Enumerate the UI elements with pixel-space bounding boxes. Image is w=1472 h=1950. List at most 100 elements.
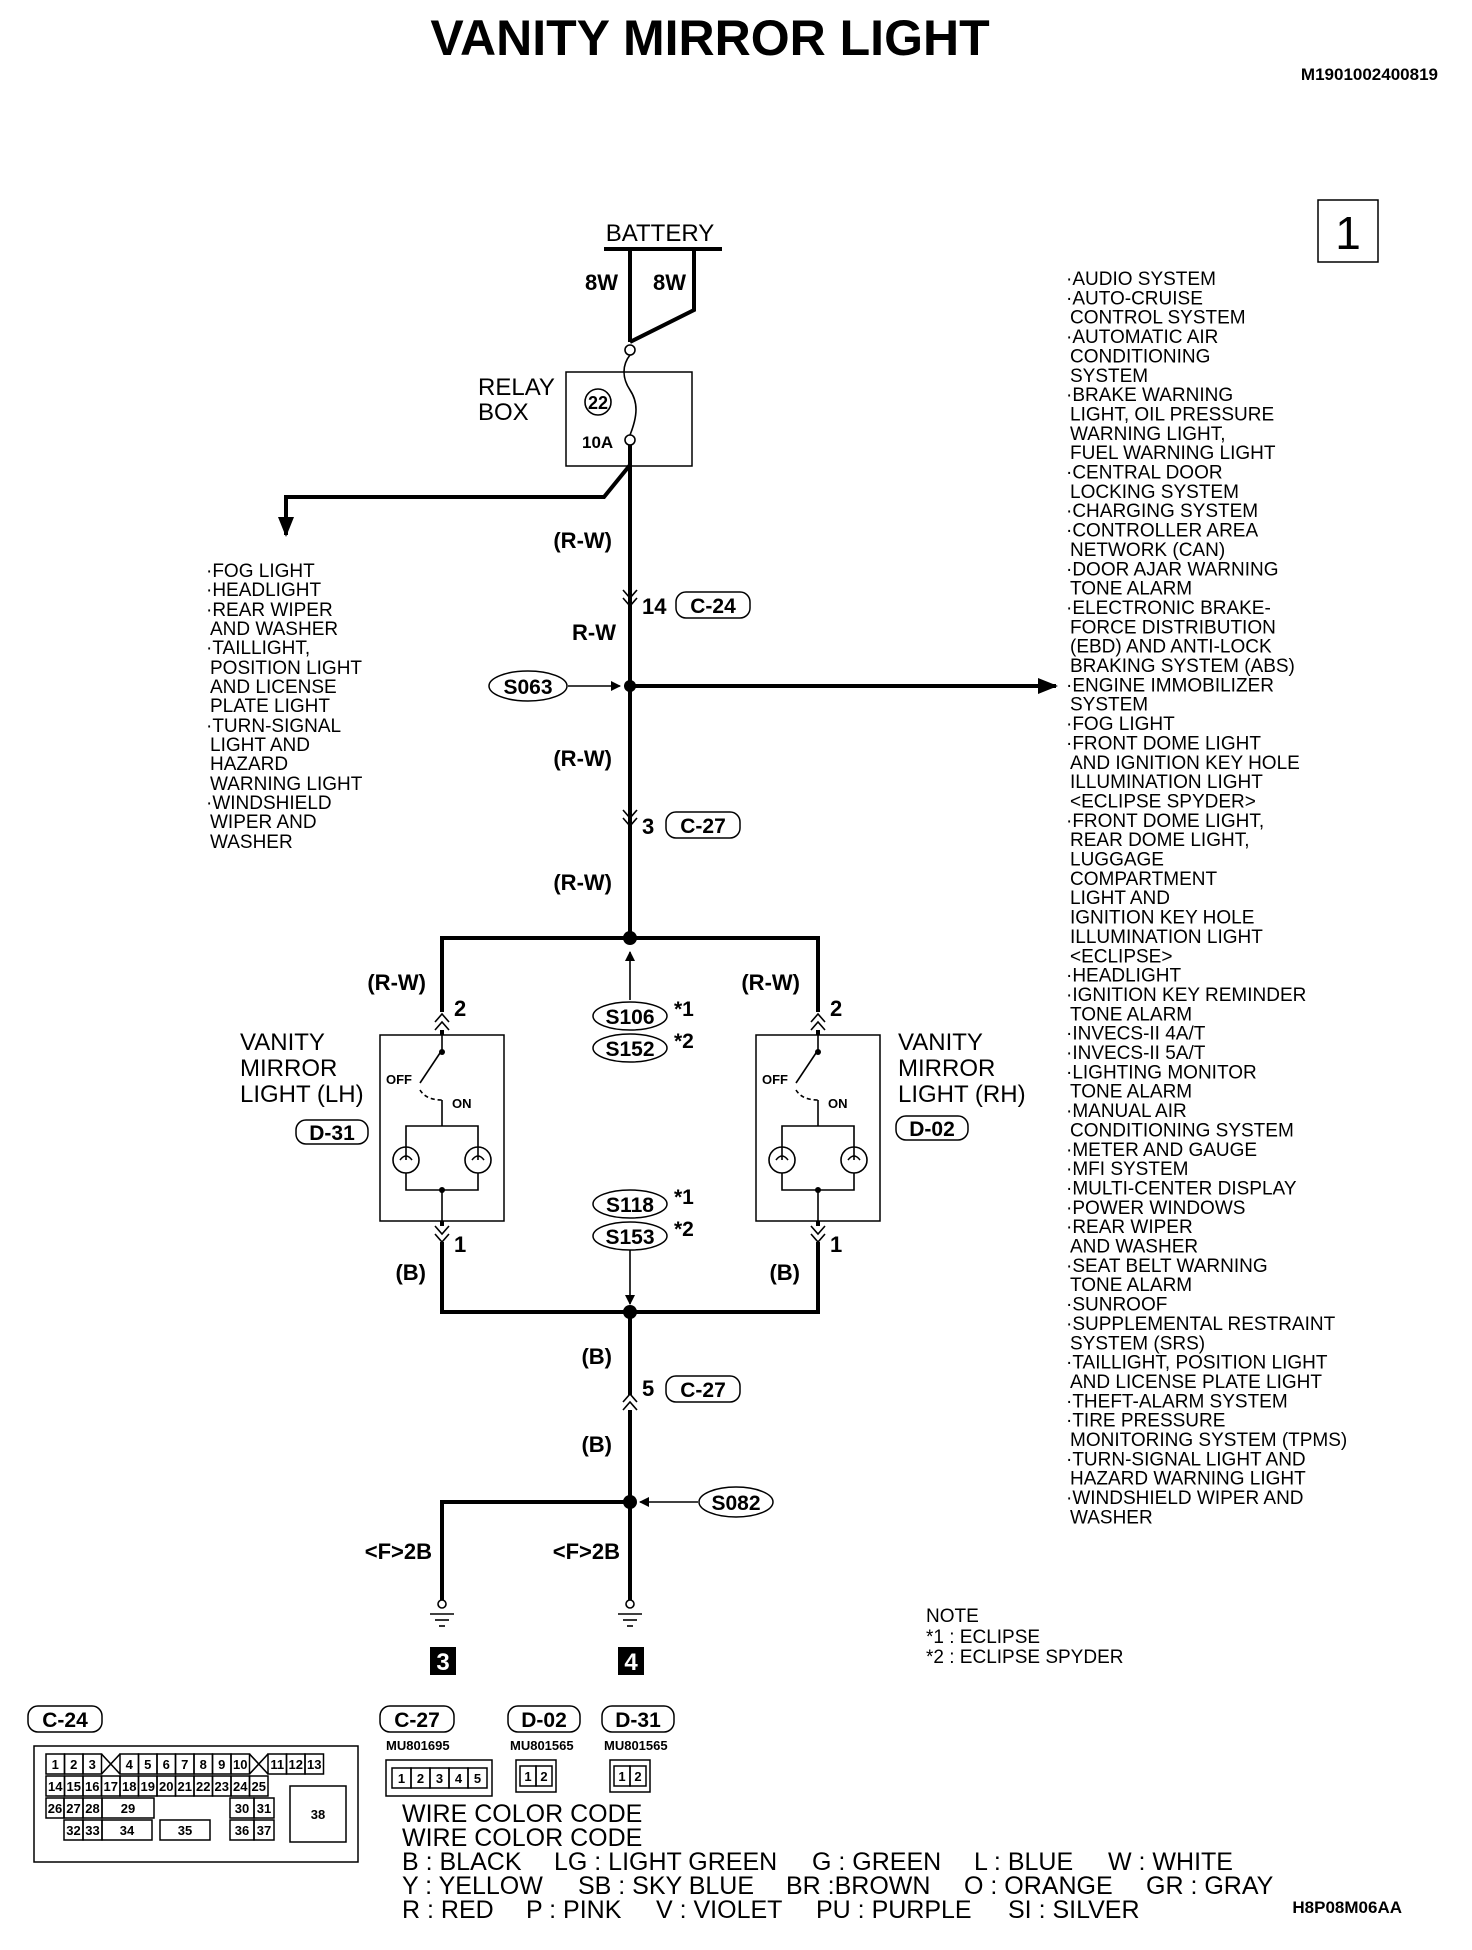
d02-part-number: MU801565 [510,1738,574,1753]
c24-pin-number: 26 [48,1801,62,1816]
right-list-line: ·ELECTRONIC BRAKE- [1066,598,1271,619]
right-list-line: LOCKING SYSTEM [1070,482,1239,503]
right-list-line: ·SUPPLEMENTAL RESTRAINT [1066,1314,1336,1335]
lh-switch-on: ON [452,1096,472,1111]
note-line-2: *2 : ECLIPSE SPYDER [926,1647,1123,1668]
c24-pin-number: 16 [85,1779,99,1794]
left-list-line: AND LICENSE [210,677,337,698]
right-list-line: ·SUNROOF [1066,1295,1167,1316]
c27-pin-number: 3 [436,1771,443,1786]
wire-b-2: (B) [581,1432,612,1457]
left-destination-list: ·FOG LIGHT ·HEADLIGHT ·REAR WIPER AND WA… [206,561,363,853]
left-list-line: ·FOG LIGHT [206,561,315,582]
left-list-line: ·WINDSHIELD [206,793,332,814]
rh-label-3: LIGHT (RH) [898,1081,1026,1108]
c24-pin-number: 11 [270,1757,284,1772]
right-list-line: HAZARD WARNING LIGHT [1070,1469,1306,1490]
right-list-line: ·BRAKE WARNING [1066,385,1233,406]
connector-c24-label: C-24 [42,1709,88,1732]
color-code-entry: Y : YELLOW [402,1872,543,1900]
color-code-entry: R : RED [402,1896,494,1924]
wire-b-1: (B) [581,1344,612,1369]
page-marker-box [1317,199,1379,263]
c27-pin-number: 5 [474,1771,481,1786]
right-list-line: REAR DOME LIGHT, [1070,830,1249,851]
c27-pin-number: 4 [455,1771,463,1786]
rh-switch-off: OFF [762,1072,788,1087]
c24-pin-number: 6 [163,1757,170,1772]
wire-rw-1: (R-W) [553,528,612,553]
wire-b-rh: (B) [769,1260,800,1285]
rh-label-1: VANITY [898,1029,983,1056]
c24-pin-number: 17 [104,1779,118,1794]
connector-d31-view-label: D-31 [615,1709,661,1732]
c24-pin-number: 36 [235,1823,249,1838]
left-list-line: AND WASHER [210,619,338,640]
right-list-line: ·MFI SYSTEM [1066,1159,1188,1180]
connector-d02-view-label: D-02 [521,1709,567,1732]
right-list-line: ·POWER WINDOWS [1066,1198,1245,1219]
c24-empty-cavity [100,1753,121,1775]
right-list-line: ·FOG LIGHT [1066,714,1175,735]
ground-badge-4-bg [618,1647,644,1675]
vanity-mirror-light-lh: VANITY MIRROR LIGHT (LH) D-31 OFF ON [240,1029,505,1222]
left-list-line: WASHER [210,832,293,853]
c24-pin-number: 20 [159,1779,173,1794]
c24-cell [82,1753,103,1775]
right-list-line: AND LICENSE PLATE LIGHT [1070,1372,1322,1393]
splice-s063: S063 [503,676,552,699]
vanity-mirror-light-rh: VANITY MIRROR LIGHT (RH) D-02 OFF ON [755,1029,1026,1222]
color-code-entry: SB : SKY BLUE [578,1872,754,1900]
right-list-line: TONE ALARM [1070,579,1192,600]
wire-rw-rh: (R-W) [741,970,800,995]
right-list-line: TONE ALARM [1070,1082,1192,1103]
right-list-line: ·AUTO-CRUISE [1066,288,1203,309]
c24-pin-number: 38 [311,1807,325,1822]
right-list-line: ·AUTOMATIC AIR [1066,327,1218,348]
splice-s153-mark: *2 [674,1218,694,1241]
connector-d31-lh: D-31 [309,1122,355,1145]
d31-cell [629,1765,647,1787]
right-list-line: ·METER AND GAUGE [1066,1140,1257,1161]
color-code-entry: V : VIOLET [656,1896,782,1924]
right-list-line: ·TAILLIGHT, POSITION LIGHT [1066,1353,1328,1374]
wire-b-lh: (B) [395,1260,426,1285]
right-list-line: ·TURN-SIGNAL LIGHT AND [1066,1449,1306,1470]
wire-rw-lh: (R-W) [367,970,426,995]
c24-cell [253,1797,275,1819]
left-list-line: PLATE LIGHT [210,696,330,717]
page-marker: 1 [1335,207,1361,259]
c24-pin-number: 25 [252,1779,266,1794]
c24-pin-number: 31 [257,1801,271,1816]
color-code-entry: BR :BROWN [786,1872,930,1900]
rh-switch-on: ON [828,1096,848,1111]
left-list-line: HAZARD [210,754,288,775]
document-id: M1901002400819 [1301,65,1438,84]
note-line-1: *1 : ECLIPSE [926,1627,1040,1648]
ground-symbol-right [618,1599,642,1627]
c27-cell [467,1767,488,1789]
color-code-entry: W : WHITE [1108,1848,1233,1876]
d02-pin-number: 2 [540,1769,547,1784]
ground-symbol-left [430,1599,454,1627]
c24-pin-number: 34 [120,1823,135,1838]
c24-pin-number: 1 [52,1757,59,1772]
rh-pin-1: 1 [830,1232,842,1257]
right-list-line: FUEL WARNING LIGHT [1070,443,1276,464]
right-list-line: ILLUMINATION LIGHT [1070,927,1263,948]
battery-terminal: BATTERY 8W 8W [585,220,722,344]
splice-s118-mark: *1 [674,1186,694,1209]
c27-pin-number: 1 [398,1771,405,1786]
right-list-line: (EBD) AND ANTI-LOCK [1070,637,1272,658]
c27-pin-3: 3 [642,814,654,839]
splice-s106: S106 [605,1006,654,1029]
left-list-line: ·TAILLIGHT, [206,638,310,659]
right-list-line: BRAKING SYSTEM (ABS) [1070,656,1295,677]
right-list-line: NETWORK (CAN) [1070,540,1225,561]
c24-cell [304,1753,325,1775]
right-list-line: <ECLIPSE> [1070,946,1172,967]
